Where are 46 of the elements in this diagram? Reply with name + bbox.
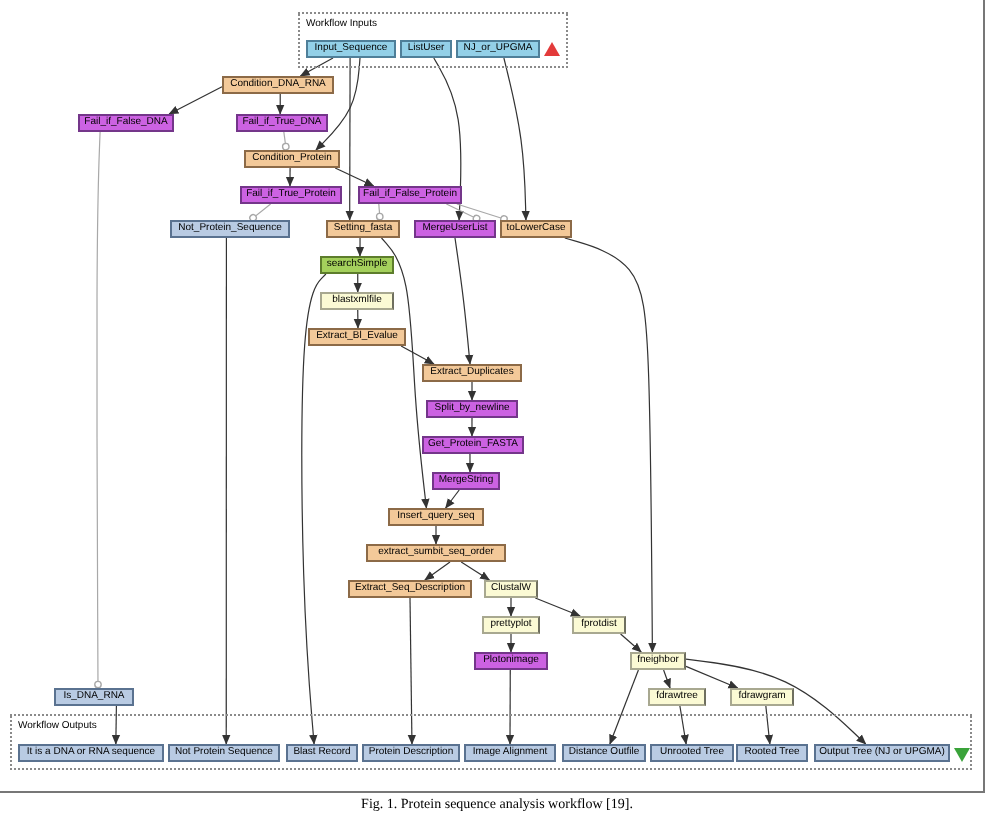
port-group-panel: [298, 12, 568, 68]
data-link-arrow: [679, 705, 689, 745]
data-link-arrow: [564, 237, 657, 653]
data-link-arrow: [454, 237, 474, 365]
data-link-arrow: [334, 167, 375, 187]
data-link-arrow: [506, 633, 516, 653]
data-link-arrow: [764, 705, 774, 745]
port-group-panel: [10, 714, 972, 770]
data-link-arrow: [663, 669, 671, 689]
data-link-arrow: [503, 57, 530, 221]
control-link: [94, 131, 102, 689]
data-link-arrow: [431, 525, 441, 545]
data-link-arrow: [111, 705, 121, 745]
data-link-arrow: [465, 453, 475, 473]
data-link-arrow: [400, 345, 435, 365]
data-link-arrow: [353, 273, 362, 293]
data-link-arrow: [168, 86, 223, 115]
data-link-arrow: [299, 57, 334, 77]
control-link: [456, 203, 508, 223]
data-link-arrow: [620, 633, 642, 653]
data-link-arrow: [609, 669, 639, 745]
data-link-arrow: [285, 167, 295, 187]
data-link-arrow: [460, 561, 491, 581]
control-link: [281, 131, 290, 151]
data-link-arrow: [534, 597, 581, 617]
data-link-arrow: [685, 665, 739, 689]
data-link-arrow: [506, 597, 516, 617]
data-link-arrow: [355, 237, 365, 257]
data-link-arrow: [424, 561, 451, 581]
data-link-arrow: [301, 273, 327, 745]
data-link-arrow: [315, 57, 361, 151]
data-link-arrow: [685, 658, 867, 745]
data-link-arrow: [407, 597, 417, 745]
data-link-arrow: [505, 669, 515, 745]
data-link-arrow: [353, 309, 363, 329]
control-link: [375, 203, 384, 221]
control-link: [249, 203, 272, 222]
data-link-arrow: [445, 489, 460, 509]
control-link: [445, 203, 481, 223]
data-link-arrow: [345, 57, 354, 221]
data-link-arrow: [467, 381, 477, 401]
data-link-arrow: [467, 417, 477, 437]
data-link-arrow: [433, 57, 464, 221]
data-link-arrow: [222, 237, 231, 745]
data-link-arrow: [380, 237, 430, 509]
data-link-arrow: [276, 93, 285, 115]
